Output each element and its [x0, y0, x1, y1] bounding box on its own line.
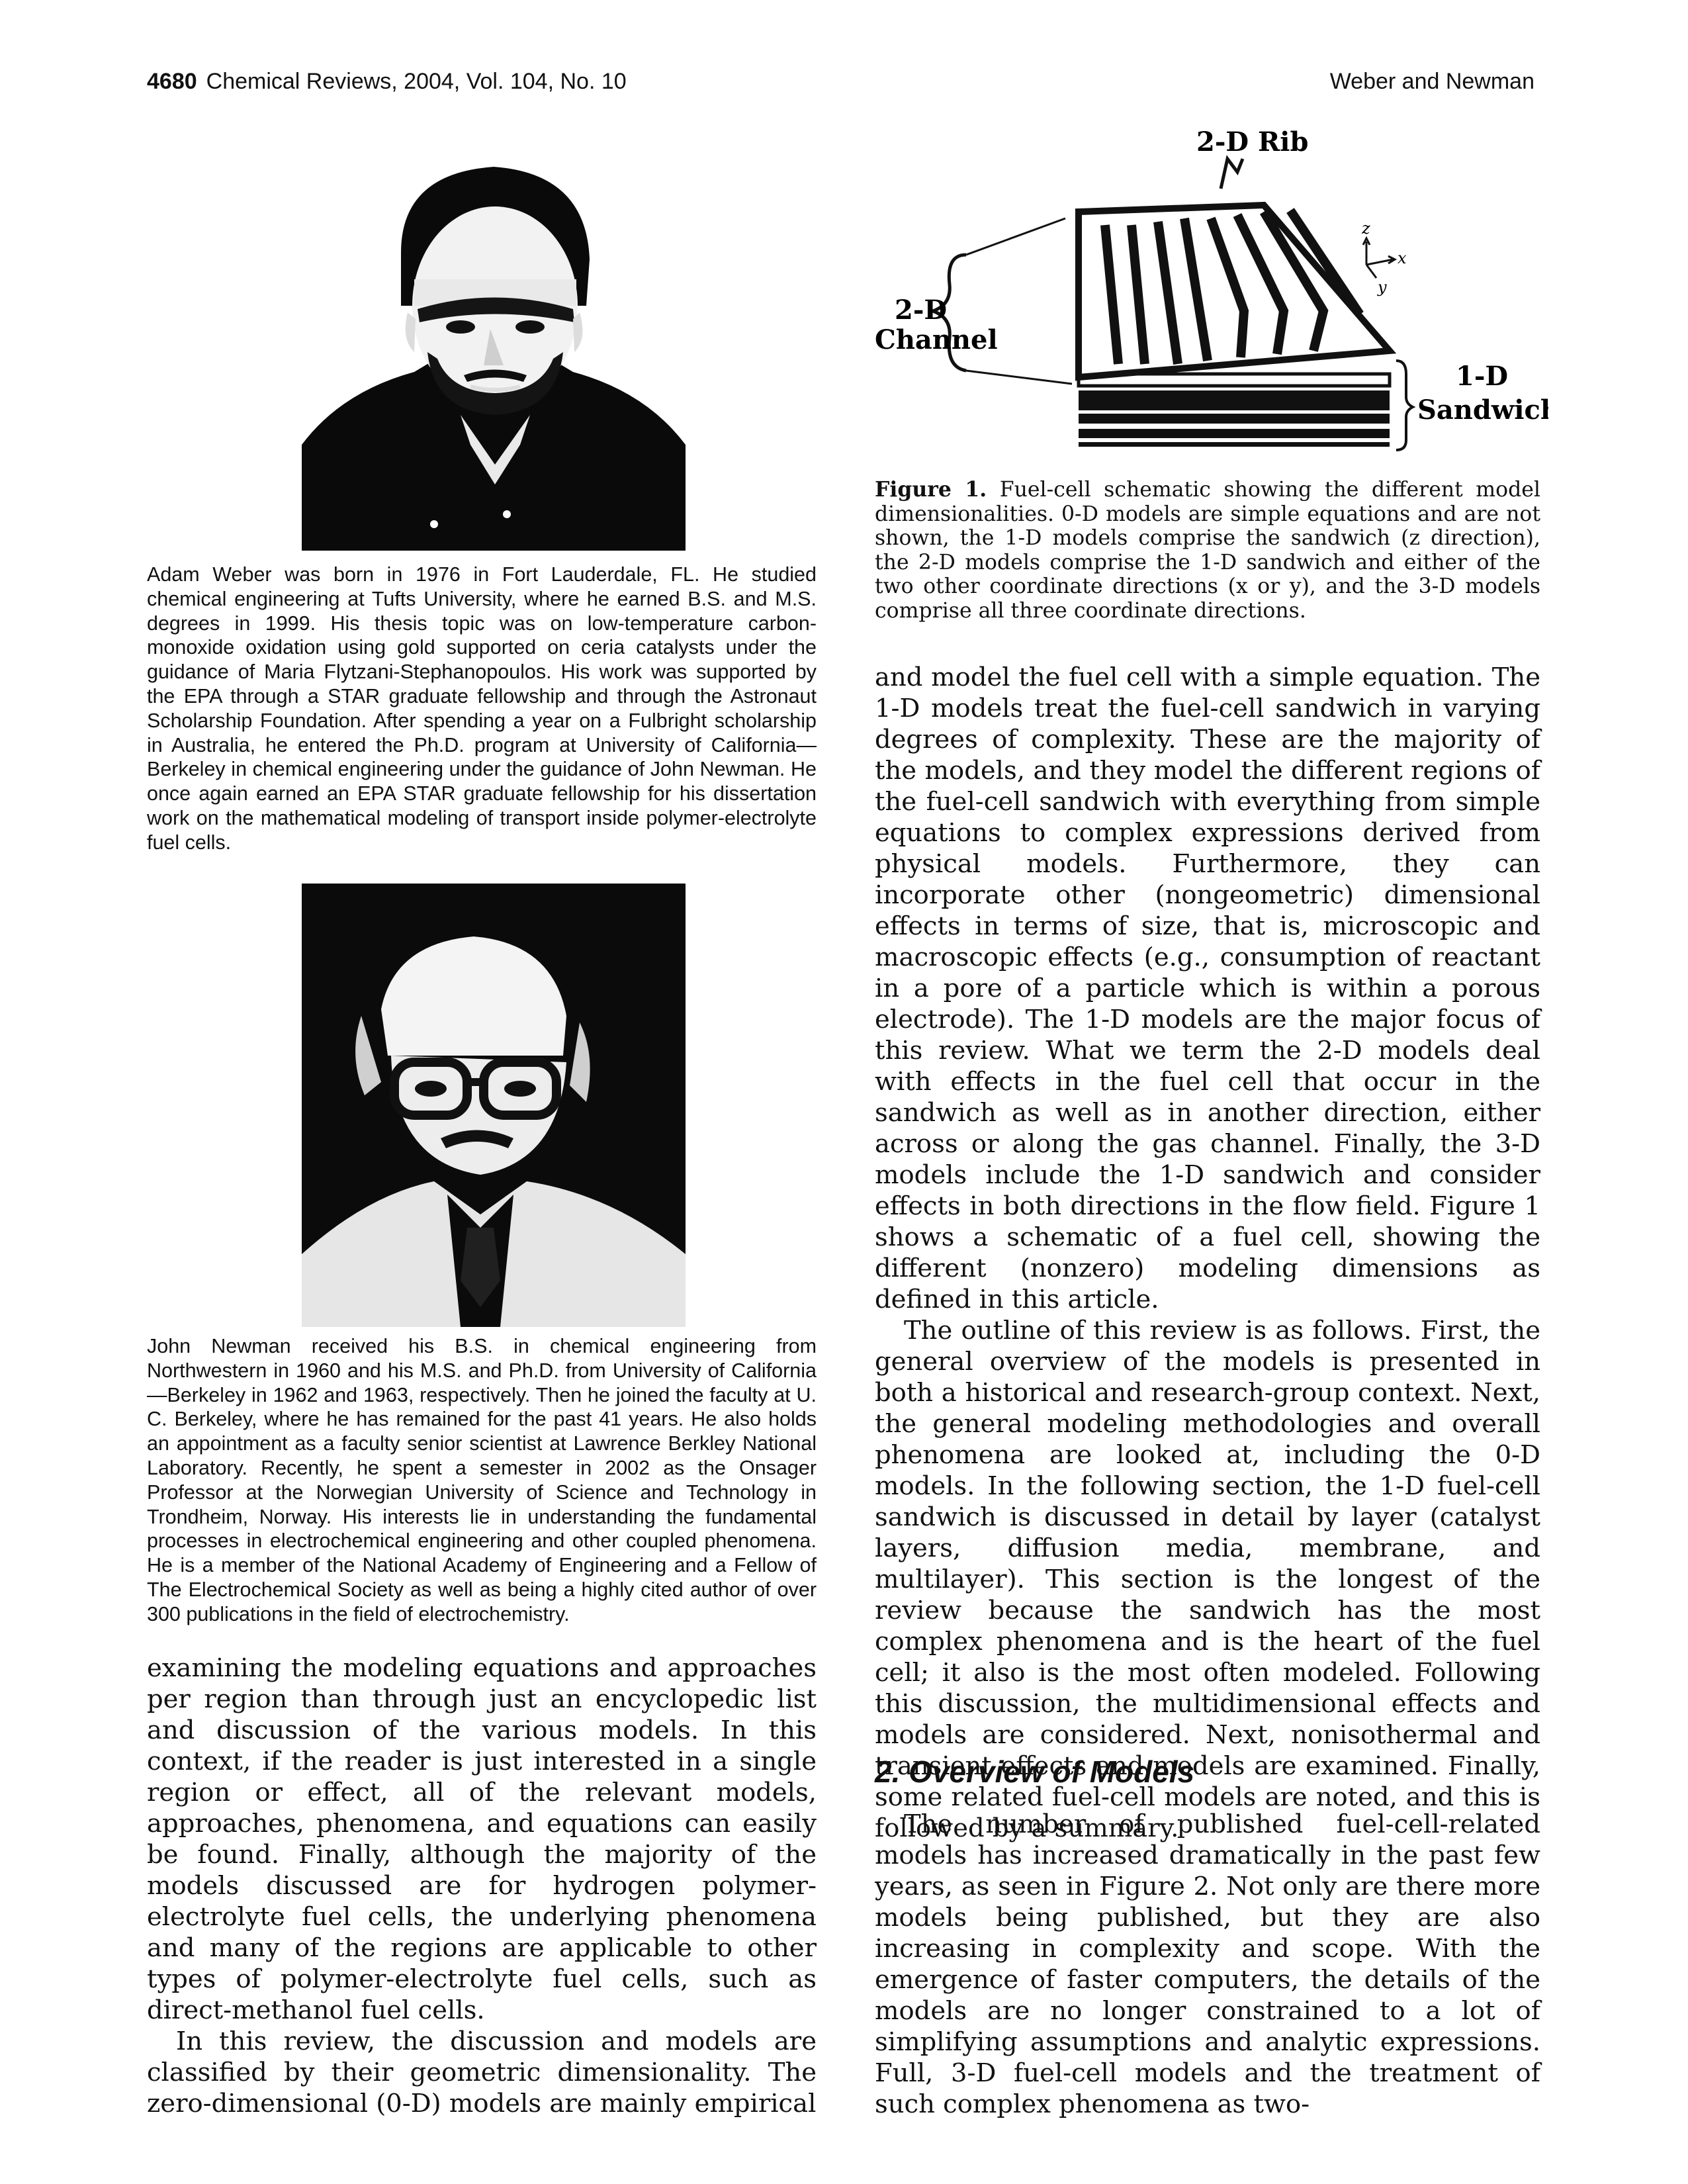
page-number: 4680 — [147, 69, 197, 94]
label-2d-rib: 2-D Rib — [1196, 126, 1308, 158]
left-paragraph-1: examining the modeling equations and app… — [147, 1653, 817, 2025]
left-column-text: examining the modeling equations and app… — [147, 1653, 817, 2119]
author-photo-weber — [302, 154, 686, 551]
journal-citation: Chemical Reviews, 2004, Vol. 104, No. 10 — [206, 69, 627, 94]
figure-1-caption: Figure 1. Fuel-cell schematic showing th… — [875, 477, 1541, 623]
section-body: The number of published fuel-cell-relate… — [875, 1809, 1540, 2120]
figure-1-schematic: 2-D Rib 2-D Channel 1-D Sandwich z x y — [875, 126, 1548, 451]
channel-brace — [928, 253, 967, 373]
author-bio-weber: Adam Weber was born in 1976 in Fort Laud… — [147, 563, 817, 854]
right-paragraph-1: and model the fuel cell with a simple eq… — [875, 662, 1540, 1314]
right-column-text: and model the fuel cell with a simple eq… — [875, 662, 1540, 1844]
right-paragraph-2: The outline of this review is as follows… — [875, 1316, 1540, 1843]
rib-pointer — [1219, 155, 1245, 189]
coordinate-axes — [1362, 236, 1398, 279]
sandwich-brace — [1396, 359, 1416, 451]
axis-label-x: x — [1398, 249, 1407, 267]
author-bio-newman: John Newman received his B.S. in chemica… — [147, 1335, 817, 1625]
running-header-authors: Weber and Newman — [1329, 69, 1534, 94]
figure-caption-text: Fuel-cell schematic showing the differen… — [875, 478, 1541, 623]
axis-label-y: y — [1377, 278, 1387, 296]
label-1d-sandwich-line1: 1-D — [1456, 361, 1508, 392]
gas-channels — [1100, 208, 1364, 365]
axis-label-z: z — [1361, 219, 1370, 238]
label-1d-sandwich-line2: Sandwich — [1417, 394, 1548, 426]
label-2d-channel-line2: Channel — [875, 324, 998, 355]
sandwich-layers — [1077, 372, 1392, 447]
section-heading-overview: 2. Overview of Models — [875, 1754, 1195, 1789]
running-header-left: 4680 Chemical Reviews, 2004, Vol. 104, No… — [147, 69, 627, 95]
left-paragraph-2: In this review, the discussion and model… — [147, 2026, 817, 2118]
figure-caption-label: Figure 1. — [875, 477, 987, 502]
label-2d-channel-line1: 2-D — [895, 295, 947, 326]
author-photo-newman — [302, 884, 686, 1327]
section-paragraph-1: The number of published fuel-cell-relate… — [875, 1809, 1540, 2119]
